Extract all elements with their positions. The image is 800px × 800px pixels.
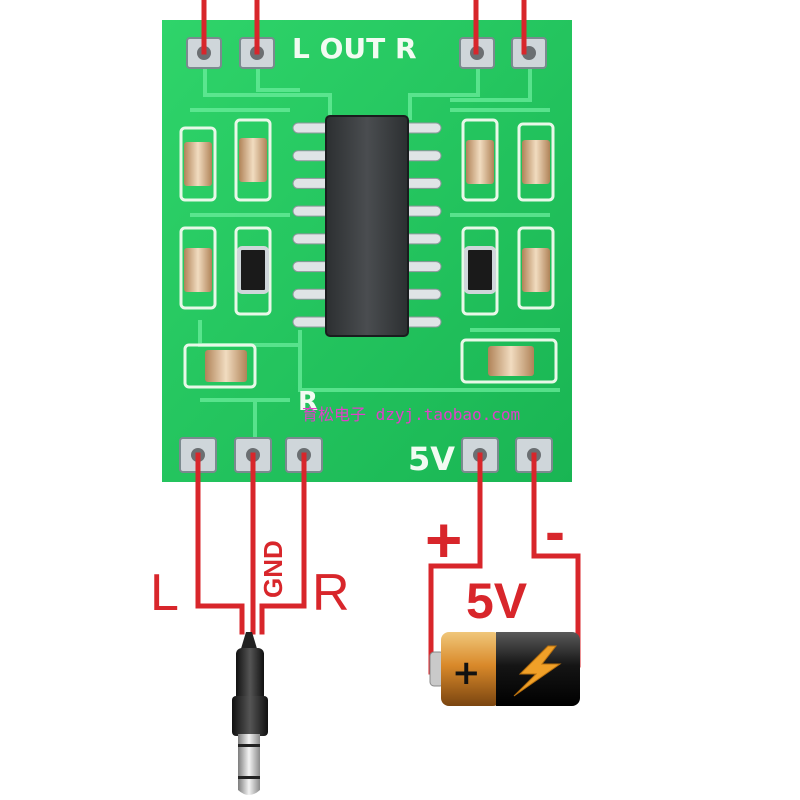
smd-cap-7: [183, 343, 257, 389]
battery-gold-half: [441, 632, 501, 706]
smd-cap-3: [461, 118, 499, 202]
jack-sleeve: [238, 734, 260, 764]
pcb-traces: [190, 58, 560, 455]
smd-resistor-1: [234, 226, 272, 316]
label-plus: +: [425, 504, 462, 576]
smd-cap-4: [517, 122, 555, 202]
chip-pin-left-3: [292, 177, 331, 189]
top-pads: [186, 37, 547, 69]
label-ground: GND: [258, 540, 288, 598]
amplifier-chip: [292, 115, 442, 337]
chip-pin-left-6: [292, 261, 331, 273]
silk-out-label: L OUT R: [292, 32, 417, 65]
chip-pin-left-7: [292, 288, 331, 300]
chip-pin-right-4: [403, 205, 442, 217]
chip-pin-right-6: [403, 261, 442, 273]
chip-pin-right-2: [403, 150, 442, 162]
smd-components: [179, 118, 558, 389]
smd-cap-1: [179, 126, 217, 202]
smd-cap-6: [517, 226, 555, 310]
jack-strain-relief: [236, 648, 264, 704]
chip-pin-left-1: [292, 122, 331, 134]
chip-pin-right-5: [403, 233, 442, 245]
jack-tip: [238, 779, 260, 795]
label-right: R: [312, 564, 350, 622]
wire-power-minus: [531, 452, 581, 668]
smd-cap-8: [460, 338, 558, 384]
chip-pin-left-2: [292, 150, 331, 162]
battery-black-edge: [496, 632, 510, 706]
jack-cable: [240, 632, 258, 652]
wire-power-plus: [428, 452, 483, 675]
silk-right-mark: R: [298, 387, 318, 417]
audio-jack-icon: [232, 632, 268, 795]
chip-pin-right-7: [403, 288, 442, 300]
jack-ring-insulator: [238, 744, 260, 747]
chip-pin-left-5: [292, 233, 331, 245]
chip-pin-left-4: [292, 205, 331, 217]
smd-resistor-2: [461, 226, 499, 316]
battery-icon: +: [429, 632, 580, 706]
label-voltage: 5V: [466, 573, 528, 629]
chip-pin-left-8: [292, 316, 331, 328]
chip-pins: [292, 122, 442, 328]
lightning-bolt-icon: [513, 645, 562, 697]
label-left: L: [150, 564, 179, 622]
chip-body: [325, 115, 409, 337]
watermark-text: 育松电子 dzyj.taobao.com: [302, 405, 520, 424]
smd-cap-2: [234, 118, 272, 202]
battery-plus-symbol: +: [452, 653, 481, 693]
wires: [195, 0, 581, 675]
jack-ring: [238, 764, 260, 778]
wire-input-l: [195, 452, 245, 635]
jack-tip-insulator: [238, 776, 260, 779]
silk-power-label: 5V: [408, 440, 455, 478]
jack-grip: [232, 696, 268, 736]
chip-pin-right-8: [403, 316, 442, 328]
chip-pin-right-3: [403, 177, 442, 189]
label-minus: -: [545, 498, 565, 565]
wire-input-r: [259, 452, 307, 635]
smd-cap-5: [179, 226, 217, 310]
chip-pin-right-1: [403, 122, 442, 134]
